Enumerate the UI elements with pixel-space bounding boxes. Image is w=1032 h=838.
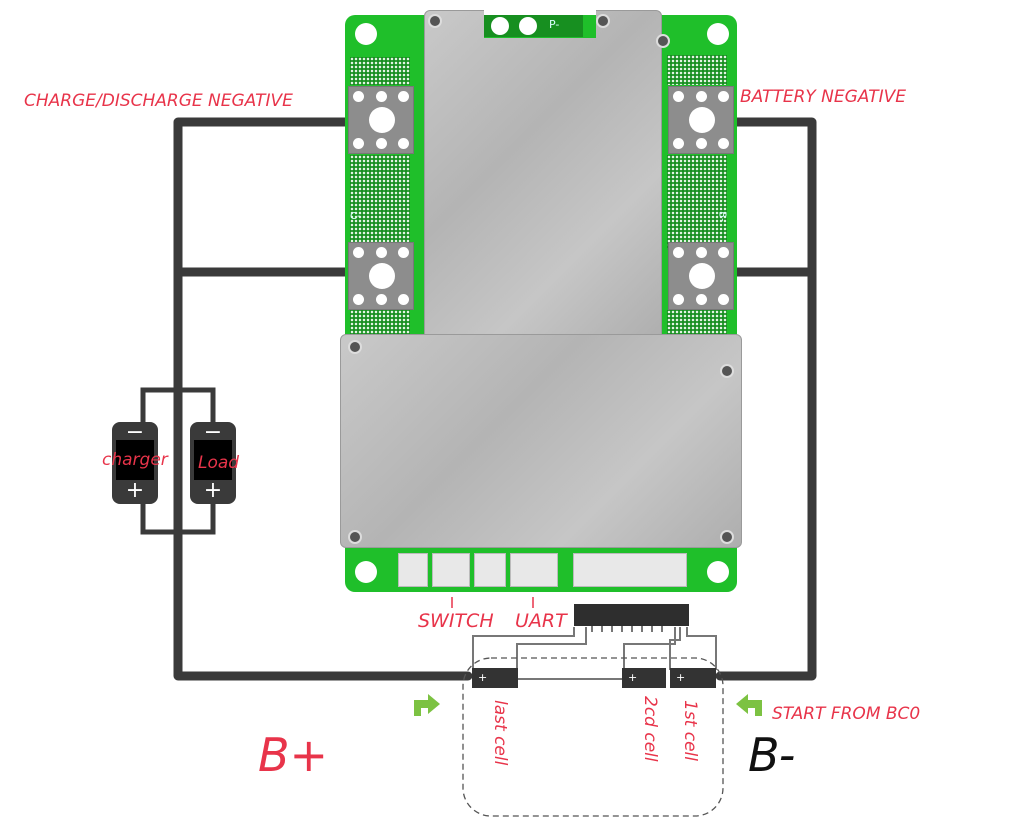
balance-cable-plug — [574, 604, 689, 626]
second-cell-battery: + — [622, 668, 666, 688]
b-plus-label: B+ — [258, 728, 329, 782]
battery-negative-terminal-2[interactable] — [668, 242, 734, 310]
last-cell-label: last cell — [490, 700, 510, 766]
charge-negative-terminal-1[interactable] — [348, 86, 414, 154]
charge-negative-wire — [173, 117, 473, 681]
mount-hole — [707, 561, 729, 583]
last-cell-battery: + — [472, 668, 518, 688]
b-minus-mark: B- — [716, 211, 728, 222]
mount-hole — [355, 23, 377, 45]
first-cell-label: 1st cell — [680, 700, 700, 761]
charger-load-parallel-wire — [140, 387, 216, 535]
mount-hole — [707, 23, 729, 45]
b-minus-label: B- — [748, 728, 796, 782]
uart-label: UART — [515, 610, 567, 632]
battery-negative-label: BATTERY NEGATIVE — [740, 87, 906, 107]
charger-label: charger — [102, 450, 168, 470]
charge-negative-terminal-2[interactable] — [348, 242, 414, 310]
load-device: −+ — [190, 420, 236, 504]
uart-connector[interactable] — [510, 553, 558, 587]
rs485-connector[interactable] — [398, 553, 428, 587]
mount-hole — [355, 561, 377, 583]
load-label: Load — [198, 453, 240, 473]
balance-connector[interactable] — [573, 553, 687, 587]
switch-connector[interactable] — [432, 553, 470, 587]
arrow-right-icon — [414, 694, 440, 716]
second-cell-label: 2cd cell — [640, 696, 660, 762]
first-cell-battery: + — [670, 668, 716, 688]
p-minus-pad: P- — [483, 15, 583, 37]
cell-group-outline — [462, 657, 724, 817]
charger-device: −+ — [112, 420, 158, 504]
charge-discharge-negative-label: CHARGE/DISCHARGE NEGATIVE — [24, 91, 293, 111]
lower-heatsink — [340, 334, 742, 548]
battery-negative-wire — [695, 117, 817, 681]
switch-label: SWITCH — [418, 610, 494, 632]
start-from-label: START FROM BC0 — [772, 704, 921, 724]
upper-heatsink — [424, 10, 662, 342]
switch-port[interactable] — [474, 553, 506, 587]
balance-wire — [472, 627, 575, 670]
battery-negative-terminal-1[interactable] — [668, 86, 734, 154]
c-minus-mark: C- — [350, 211, 361, 222]
arrow-left-icon — [736, 694, 762, 716]
